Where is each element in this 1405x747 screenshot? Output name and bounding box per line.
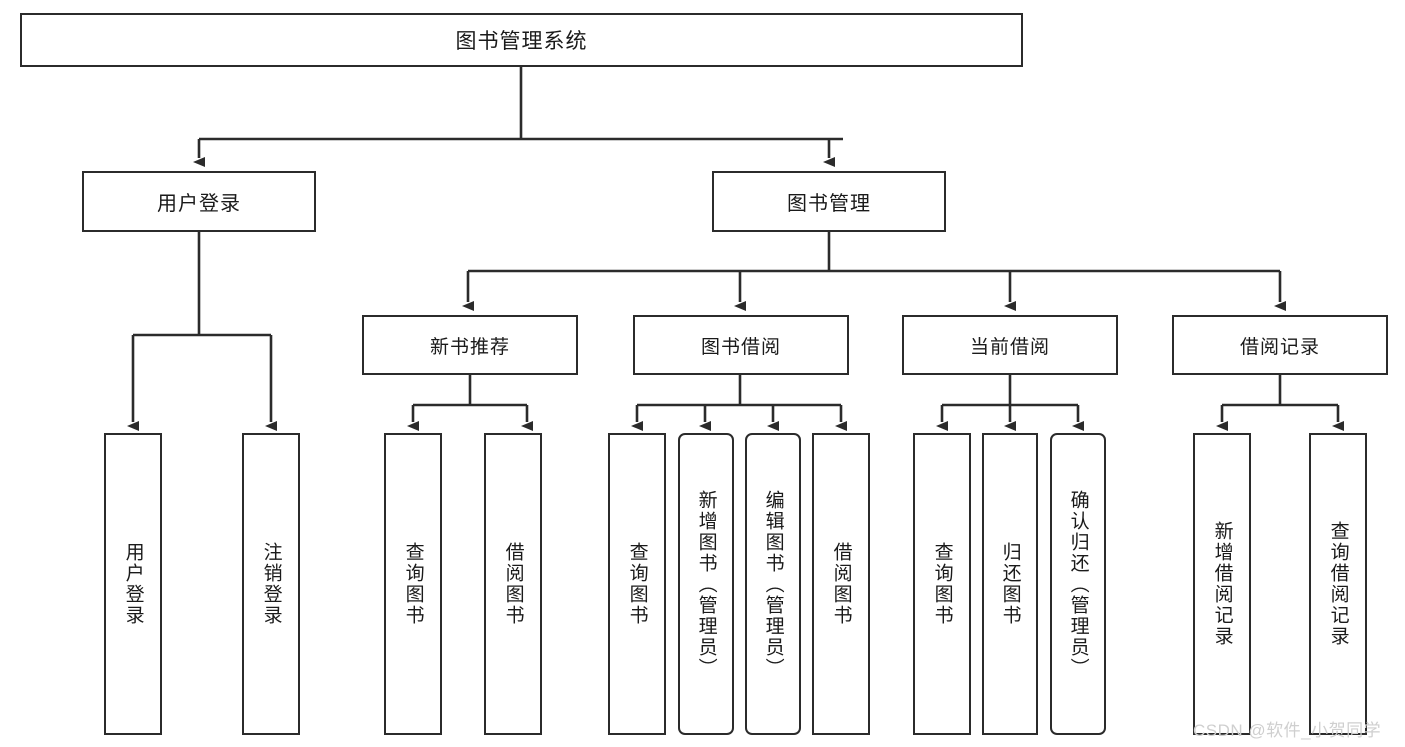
node-label: 借阅记录 <box>1239 336 1320 358</box>
node-label: 查询借阅记录 <box>1327 521 1349 647</box>
leaf-borrow-book[interactable]: 借阅图书 <box>812 433 870 735</box>
leaf-edit-book-admin[interactable]: 编辑图书（管理员） <box>745 433 801 735</box>
node-label: 编辑图书（管理员） <box>762 489 784 679</box>
node-label: 确认归还（管理员） <box>1067 489 1089 679</box>
node-user-login[interactable]: 用户登录 <box>82 171 316 232</box>
node-label: 新书推荐 <box>429 336 510 358</box>
node-book-borrow[interactable]: 图书借阅 <box>633 315 849 375</box>
node-label: 图书管理 <box>787 193 871 215</box>
node-book-management[interactable]: 图书管理 <box>712 171 946 232</box>
node-label: 查询图书 <box>626 542 648 626</box>
node-current-borrow[interactable]: 当前借阅 <box>902 315 1118 375</box>
node-label: 用户登录 <box>157 193 241 215</box>
leaf-add-book-admin[interactable]: 新增图书（管理员） <box>678 433 734 735</box>
node-label: 图书借阅 <box>700 336 781 358</box>
node-label: 归还图书 <box>999 542 1021 626</box>
leaf-return-book[interactable]: 归还图书 <box>982 433 1038 735</box>
leaf-borrow-book-recommend[interactable]: 借阅图书 <box>484 433 542 735</box>
node-new-book-recommend[interactable]: 新书推荐 <box>362 315 578 375</box>
node-label: 新增借阅记录 <box>1211 521 1233 647</box>
node-label: 当前借阅 <box>969 336 1050 358</box>
leaf-query-book-recommend[interactable]: 查询图书 <box>384 433 442 735</box>
node-label: 查询图书 <box>402 542 424 626</box>
csdn-watermark: CSDN @软件_小贺同学 <box>1193 721 1382 740</box>
node-label: 借阅图书 <box>830 542 852 626</box>
node-root-system[interactable]: 图书管理系统 <box>20 13 1023 67</box>
node-label: 新增图书（管理员） <box>695 489 717 679</box>
node-label: 用户登录 <box>122 542 144 626</box>
node-borrow-records[interactable]: 借阅记录 <box>1172 315 1388 375</box>
leaf-user-login[interactable]: 用户登录 <box>104 433 162 735</box>
leaf-confirm-return-admin[interactable]: 确认归还（管理员） <box>1050 433 1106 735</box>
leaf-query-book-borrow[interactable]: 查询图书 <box>608 433 666 735</box>
node-label: 查询图书 <box>931 542 953 626</box>
leaf-query-book-current[interactable]: 查询图书 <box>913 433 971 735</box>
leaf-query-borrow-record[interactable]: 查询借阅记录 <box>1309 433 1367 735</box>
node-label: 图书管理系统 <box>455 30 588 53</box>
node-label: 借阅图书 <box>502 542 524 626</box>
leaf-logout[interactable]: 注销登录 <box>242 433 300 735</box>
leaf-add-borrow-record[interactable]: 新增借阅记录 <box>1193 433 1251 735</box>
node-label: 注销登录 <box>260 542 282 626</box>
